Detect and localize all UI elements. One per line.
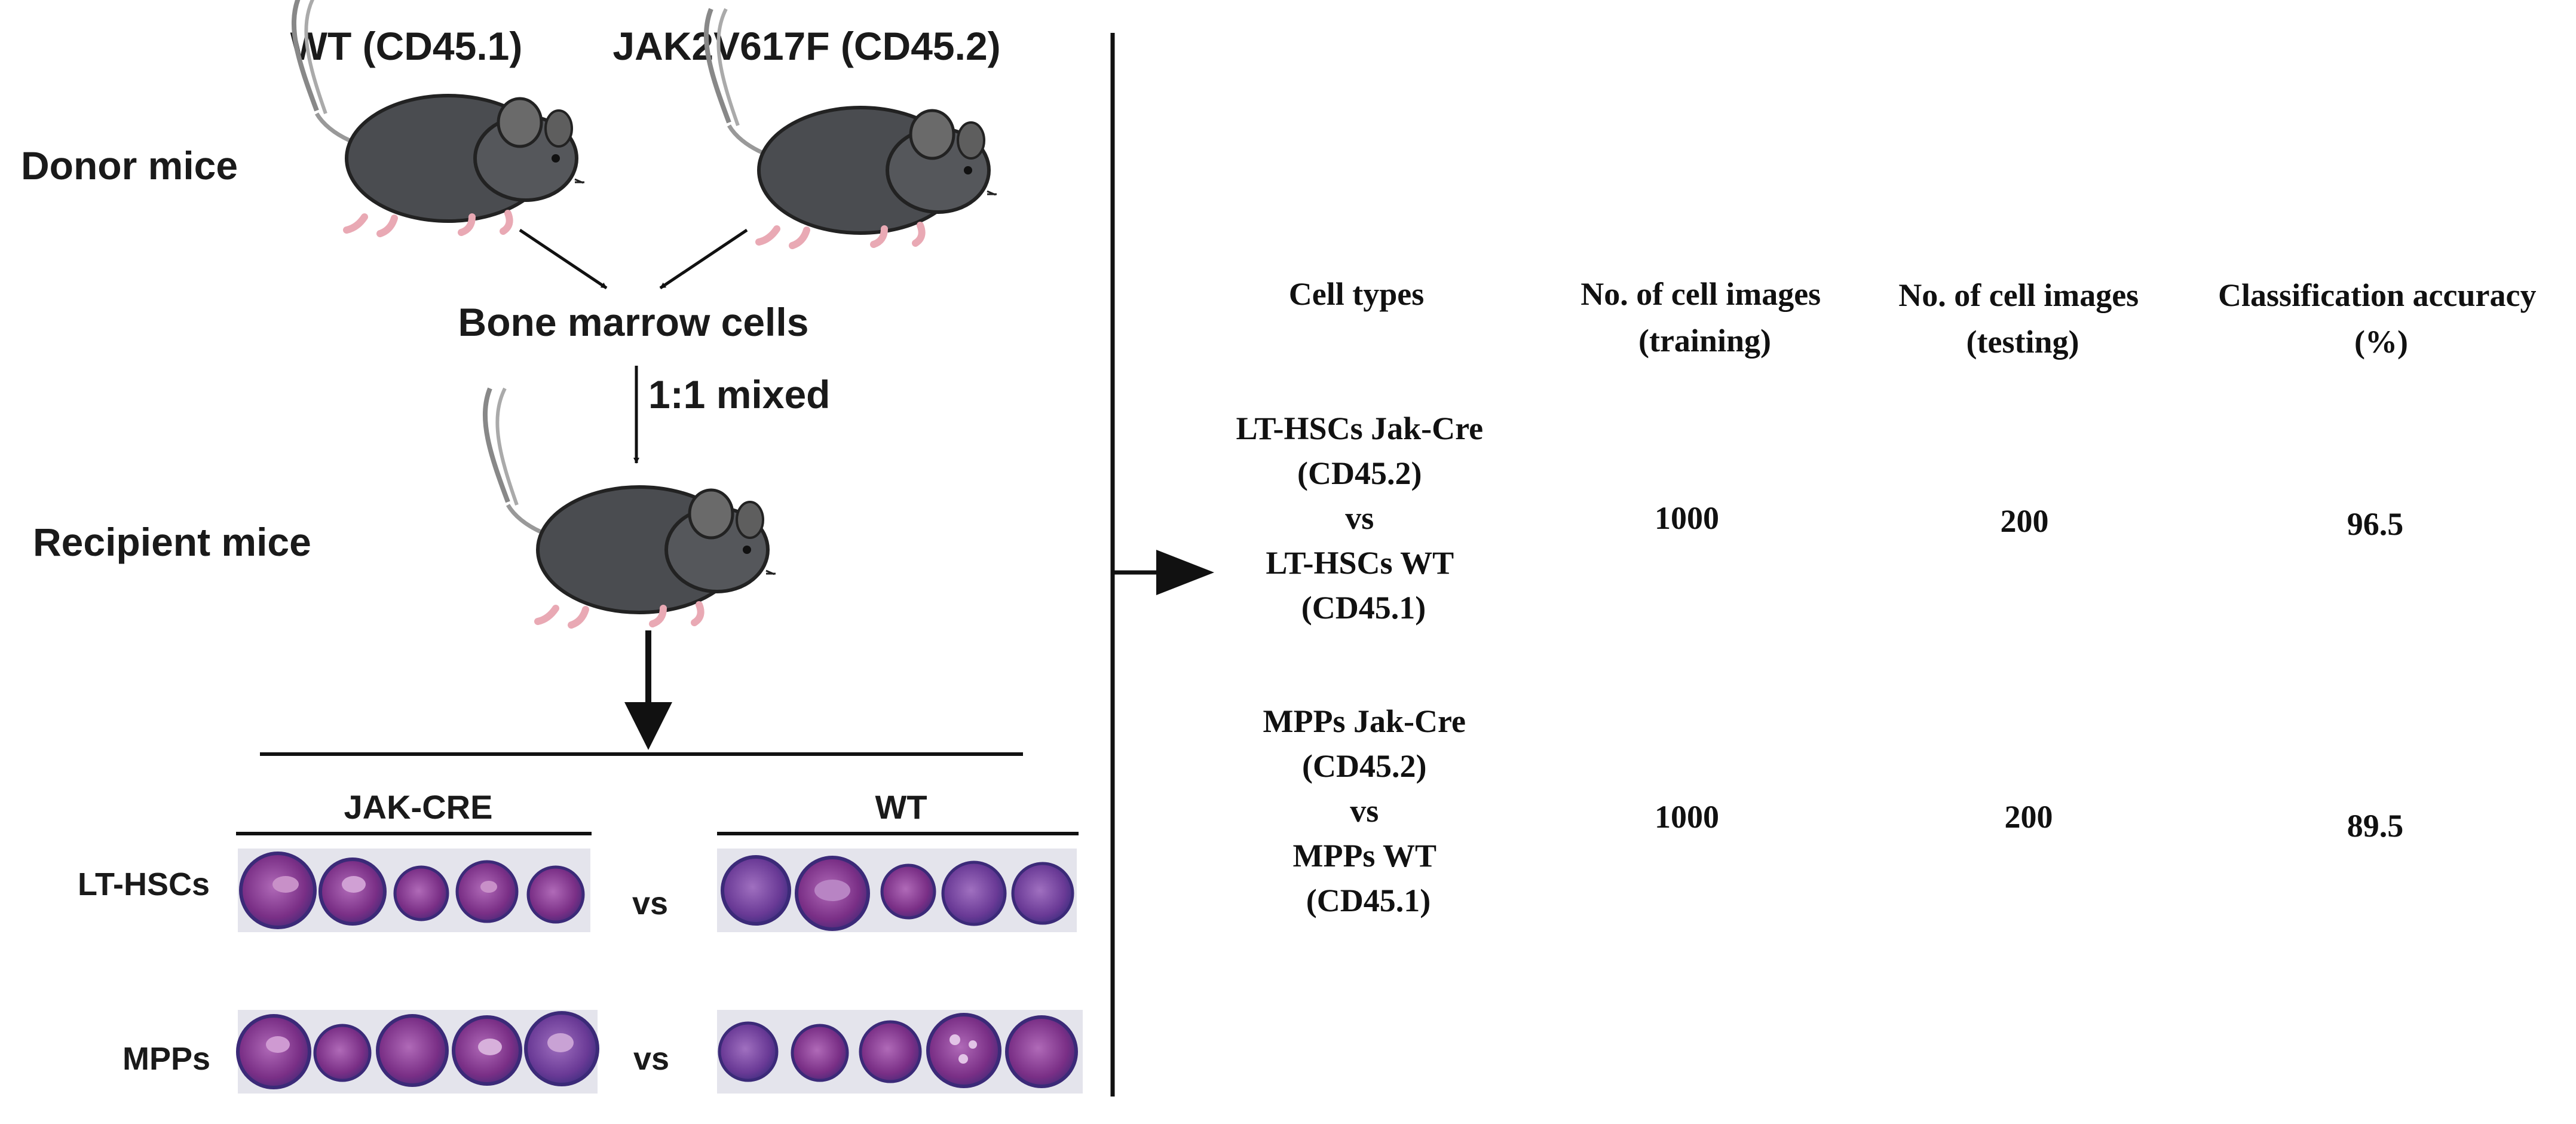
- cell-image: [547, 1033, 574, 1052]
- group-wt-label: WT: [875, 788, 927, 826]
- lt-hsc-jak-cells: [238, 849, 590, 932]
- to-table-arrow-icon: [1156, 550, 1214, 595]
- table-row: MPPs Jak-Cre (CD45.2) vs MPPs WT (CD45.1…: [1263, 703, 2404, 918]
- row-cell-type: LT-HSCs Jak-Cre (CD45.2) vs LT-HSCs WT (…: [1236, 411, 1491, 626]
- row-training: 1000: [1655, 500, 1719, 536]
- lt-hsc-wt-cells: [717, 849, 1077, 932]
- mpp-jak-cells: [236, 1010, 599, 1094]
- cell-image: [266, 1036, 290, 1053]
- recipient-mice-label: Recipient mice: [33, 520, 311, 564]
- group-jak-label: JAK-CRE: [344, 788, 493, 826]
- bone-marrow-label: Bone marrow cells: [458, 300, 809, 344]
- cell-image: [393, 865, 449, 921]
- cell-image: [814, 880, 850, 901]
- mpp-wt-cells: [717, 1010, 1083, 1094]
- table-row: LT-HSCs Jak-Cre (CD45.2) vs LT-HSCs WT (…: [1236, 411, 2403, 626]
- row-testing: 200: [2001, 503, 2049, 539]
- cell-image: [718, 1021, 779, 1082]
- wt-to-marrow-arrow: [519, 228, 608, 290]
- cell-image: [926, 1013, 1001, 1088]
- row-accuracy: 96.5: [2347, 506, 2404, 542]
- cell-image: [791, 1024, 849, 1082]
- header-accuracy: Classification accuracy (%): [2218, 277, 2544, 360]
- recipient-down-arrow-icon: [624, 702, 672, 750]
- cell-image: [721, 855, 791, 926]
- cell-image: [480, 881, 497, 893]
- header-testing: No. of cell images (testing): [1898, 277, 2146, 360]
- row-cell-type: MPPs Jak-Cre (CD45.2) vs MPPs WT (CD45.1…: [1263, 703, 1474, 918]
- header-training: No. of cell images (training): [1580, 276, 1828, 359]
- cell-image: [859, 1020, 922, 1083]
- results-table: Cell types No. of cell images (training)…: [1236, 276, 2544, 918]
- row-mpp-label: MPPs: [122, 1041, 210, 1077]
- row-testing: 200: [2005, 799, 2053, 835]
- cell-image: [1011, 862, 1074, 925]
- cell-image: [376, 1014, 449, 1087]
- cell-image: [1005, 1015, 1078, 1088]
- mpp-vs-label: vs: [633, 1041, 669, 1077]
- cell-image: [969, 1040, 977, 1049]
- row-training: 1000: [1655, 799, 1719, 835]
- row-accuracy: 89.5: [2347, 808, 2404, 844]
- wt-donor-label: WT (CD45.1): [290, 24, 523, 68]
- cell-image: [526, 865, 585, 924]
- cell-image: [880, 863, 936, 920]
- donor-mice-label: Donor mice: [21, 143, 238, 188]
- scheme-panel: WT (CD45.1) JAK2V617F (CD45.2) Donor mic…: [21, 0, 1083, 1094]
- cell-image: [949, 1034, 960, 1045]
- cell-image: [958, 1054, 968, 1064]
- cell-image: [342, 876, 366, 893]
- mixed-label: 1:1 mixed: [648, 372, 830, 416]
- cell-image: [272, 876, 299, 893]
- jak-donor-label: JAK2V617F (CD45.2): [612, 24, 1000, 68]
- cell-image: [313, 1024, 372, 1082]
- row-lt-label: LT-HSCs: [78, 866, 210, 902]
- header-cell-types: Cell types: [1289, 276, 1424, 312]
- lt-vs-label: vs: [632, 886, 668, 921]
- table-header: Cell types No. of cell images (training)…: [1289, 276, 2544, 360]
- cell-image: [478, 1039, 502, 1055]
- cell-image: [941, 860, 1007, 926]
- recipient-mouse-icon: [485, 388, 776, 625]
- jak-to-marrow-arrow: [659, 228, 748, 290]
